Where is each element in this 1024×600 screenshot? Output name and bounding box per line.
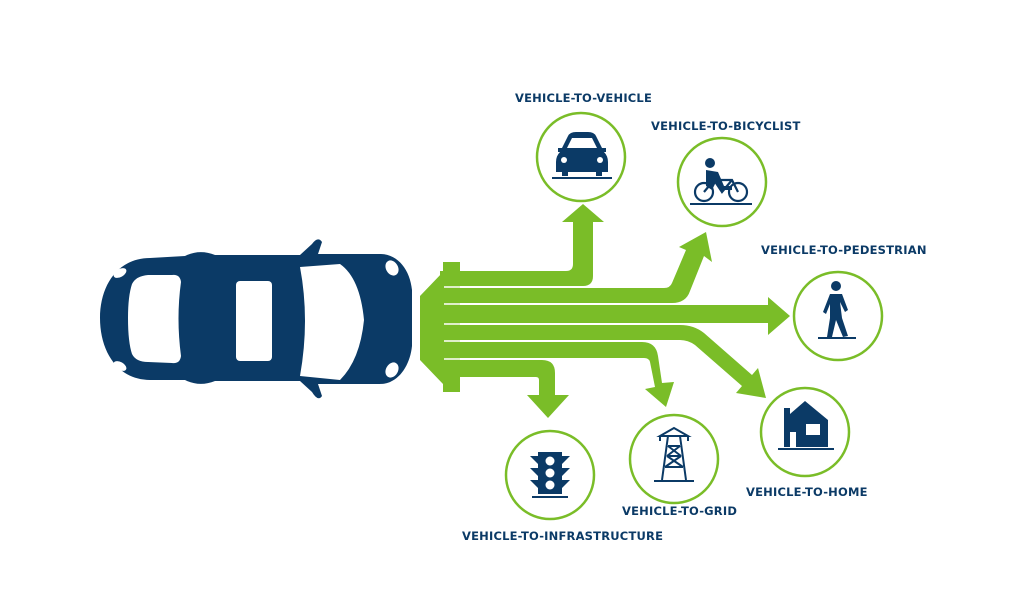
arrow-to-grid: [440, 342, 674, 407]
power-tower-icon: [654, 426, 694, 482]
arrow-to-home: [440, 325, 766, 398]
v2g-circle: [628, 413, 720, 505]
arrow-to-bicyclist: [440, 232, 712, 303]
bicyclist-icon: [690, 158, 752, 205]
arrow-to-infrastructure: [440, 360, 569, 418]
label-vehicle-to-grid: VEHICLE-TO-GRID: [622, 504, 738, 518]
arrow-to-vehicle: [440, 204, 604, 286]
label-vehicle-to-bicyclist: VEHICLE-TO-BICYCLIST: [651, 119, 801, 133]
traffic-light-icon: [530, 452, 570, 498]
label-vehicle-to-vehicle: VEHICLE-TO-VEHICLE: [515, 91, 653, 105]
pedestrian-icon: [818, 281, 856, 339]
car-top-view-icon: [100, 239, 412, 399]
arrow-to-pedestrian: [440, 297, 790, 335]
label-vehicle-to-pedestrian: VEHICLE-TO-PEDESTRIAN: [761, 243, 927, 257]
label-vehicle-to-infrastructure: VEHICLE-TO-INFRASTRUCTURE: [462, 529, 664, 543]
car-front-icon: [552, 132, 612, 179]
house-icon: [778, 401, 834, 450]
arrow-bundle: [420, 204, 790, 418]
label-vehicle-to-home: VEHICLE-TO-HOME: [746, 485, 868, 499]
